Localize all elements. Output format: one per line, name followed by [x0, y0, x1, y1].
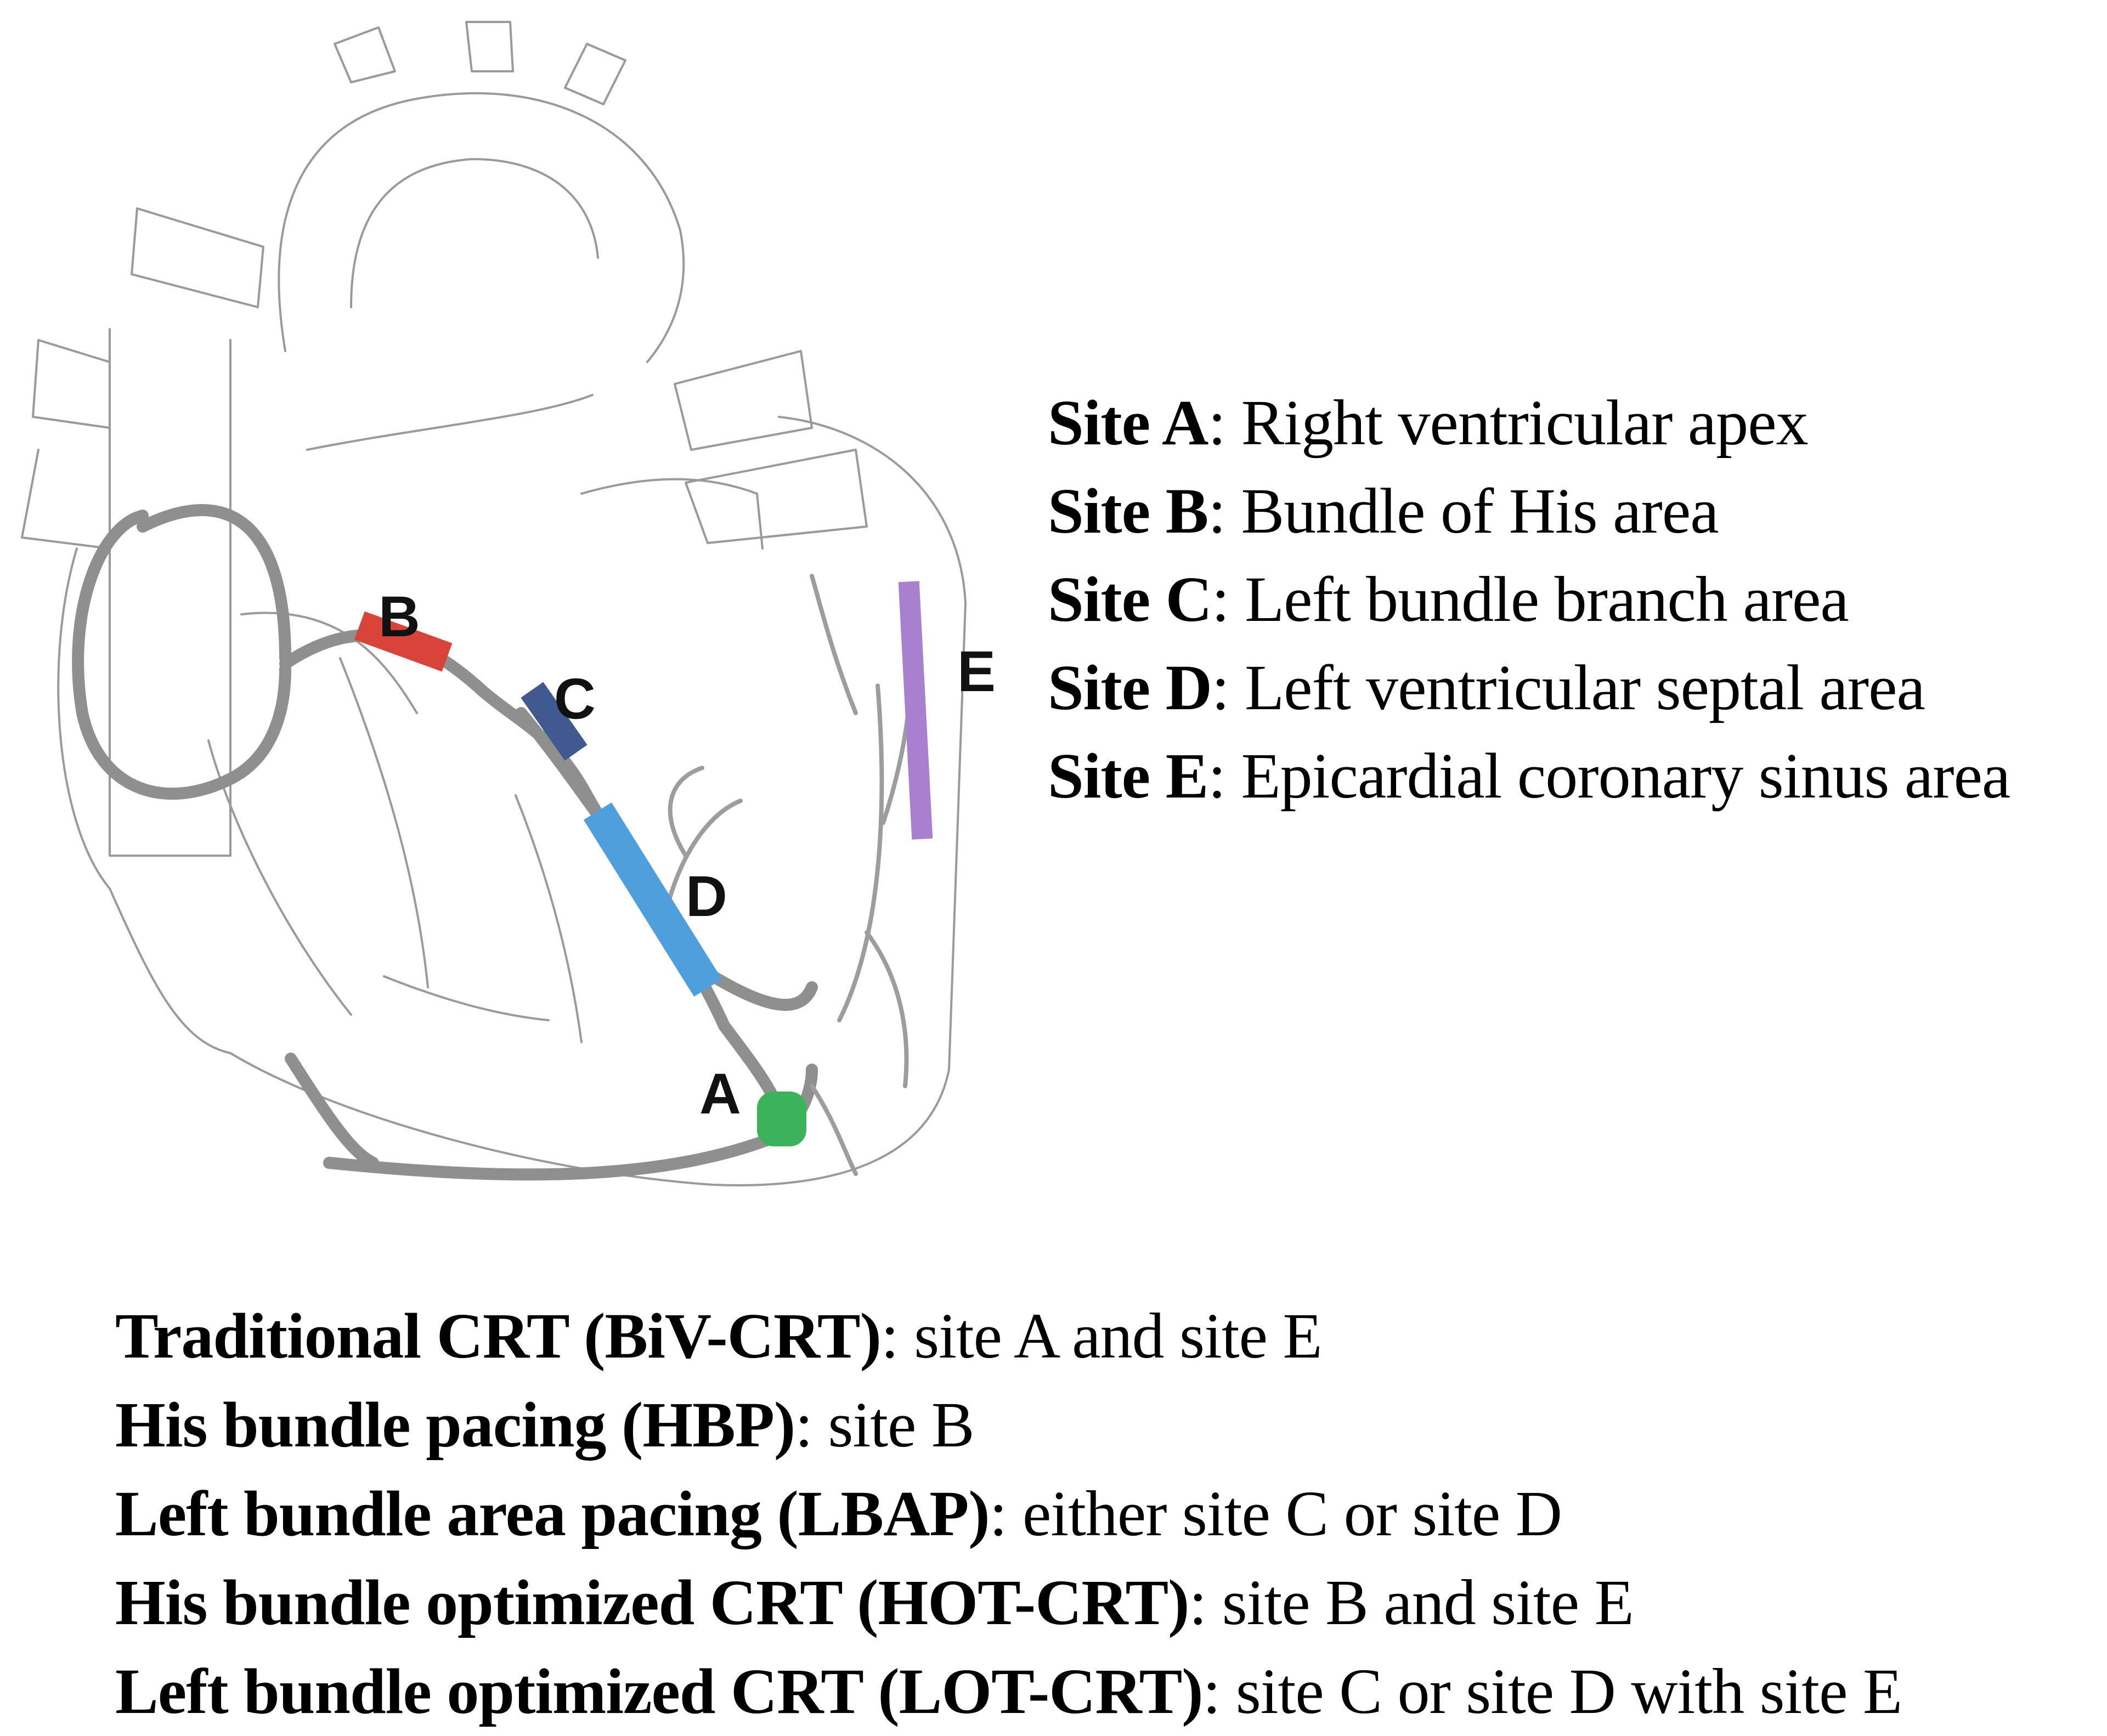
site-d-marker — [583, 802, 722, 997]
site-e-marker — [898, 581, 933, 840]
mode-item-biv-crt: Traditional CRT (BiV-CRT): site A and si… — [115, 1300, 1323, 1372]
site-c-marker — [521, 682, 588, 761]
site-legend-item-b: Site B: Bundle of His area — [1048, 475, 1719, 547]
label-site-e: E — [957, 640, 996, 704]
site-b-marker — [354, 611, 453, 672]
mode-item-hbp: His bundle pacing (HBP): site B — [115, 1389, 975, 1461]
mode-item-hot-crt: His bundle optimized CRT (HOT-CRT): site… — [115, 1567, 1634, 1638]
site-legend-item-a: Site A: Right ventricular apex — [1048, 387, 1809, 459]
site-legend-item-c: Site C: Left bundle branch area — [1048, 563, 1849, 635]
label-site-b: B — [379, 585, 420, 649]
label-site-a: A — [699, 1062, 741, 1126]
site-legend-item-e: Site E: Epicardial coronary sinus area — [1048, 740, 2010, 812]
site-legend: Site A: Right ventricular apex Site B: B… — [1048, 378, 2010, 820]
pacing-mode-legend: Traditional CRT (BiV-CRT): site A and si… — [115, 1292, 1902, 1736]
mode-item-lot-crt: Left bundle optimized CRT (LOT-CRT): sit… — [115, 1655, 1902, 1727]
label-site-d: D — [686, 864, 727, 929]
mode-item-lbap: Left bundle area pacing (LBAP): either s… — [115, 1478, 1562, 1550]
heart-diagram: B C D A E — [21, 21, 996, 1186]
label-site-c: C — [554, 667, 596, 731]
heart-outline — [21, 21, 967, 1186]
site-a-marker — [757, 1092, 806, 1146]
site-legend-item-d: Site D: Left ventricular septal area — [1048, 652, 1925, 723]
